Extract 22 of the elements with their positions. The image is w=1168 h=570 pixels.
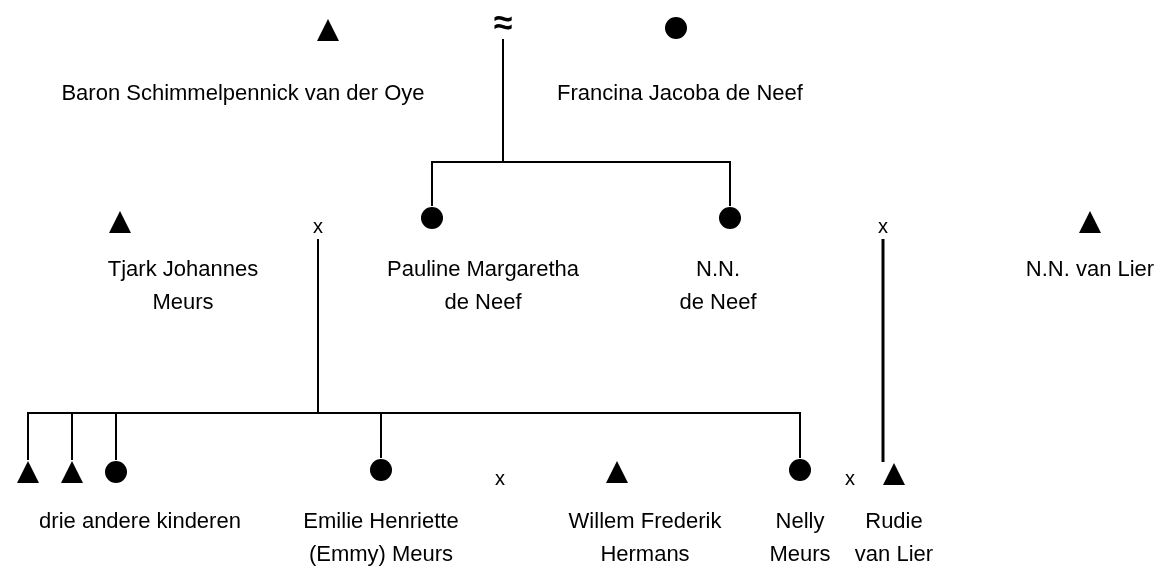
person-name: N.N. van Lier bbox=[1024, 255, 1156, 283]
marriage-symbol: x bbox=[874, 215, 892, 237]
person-name: Baron Schimmelpennick van der Oye bbox=[60, 79, 426, 107]
person-name: Rudie van Lier bbox=[853, 507, 935, 568]
marriage-symbol: x bbox=[841, 467, 859, 489]
marriage-symbol: x bbox=[491, 467, 509, 489]
person-name: Tjark Johannes Meurs bbox=[106, 255, 260, 316]
relationship-symbol: ≈ bbox=[486, 7, 520, 37]
triangle-icon bbox=[16, 460, 40, 484]
person-name: Pauline Margaretha de Neef bbox=[386, 255, 580, 316]
person-name: Nelly Meurs bbox=[768, 507, 832, 568]
triangle-icon bbox=[60, 460, 84, 484]
person-name: Willem Frederik Hermans bbox=[567, 507, 723, 568]
descent-line bbox=[881, 239, 885, 462]
marriage-symbol: x bbox=[309, 215, 327, 237]
person-name: Emilie Henriette (Emmy) Meurs bbox=[302, 507, 460, 568]
descent-line bbox=[502, 38, 731, 207]
group-caption: drie andere kinderen bbox=[38, 507, 242, 535]
circle-icon bbox=[104, 460, 128, 484]
person-name: Francina Jacoba de Neef bbox=[556, 79, 804, 107]
person-name: N.N. de Neef bbox=[678, 255, 758, 316]
descent-line bbox=[317, 238, 801, 459]
